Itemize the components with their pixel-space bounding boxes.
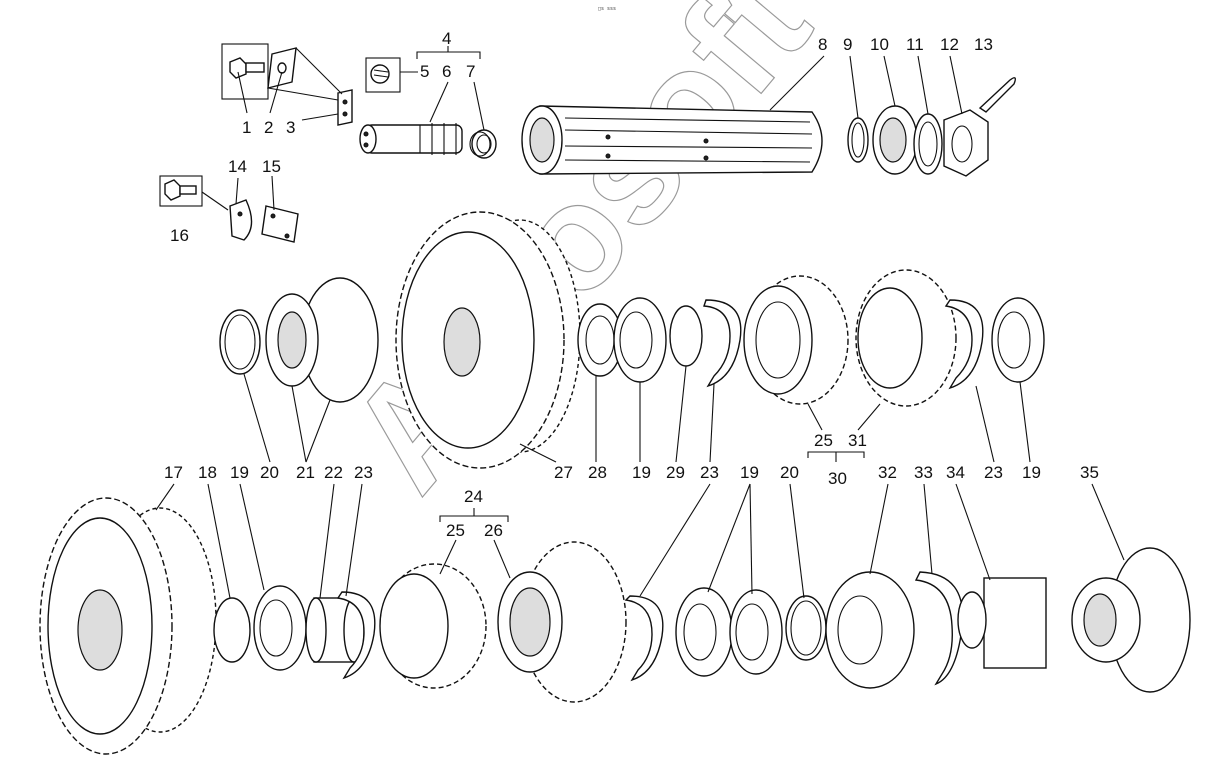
- callout-18: 18: [198, 463, 217, 482]
- part-23-snap-ring-a: [703, 299, 742, 388]
- part-34-pinion: [957, 577, 1047, 669]
- callout-30: 30: [828, 469, 847, 488]
- callout-22: 22: [324, 463, 343, 482]
- part-19-bearing-a: [613, 297, 667, 383]
- header-mark: □s sss: [598, 6, 616, 12]
- callout-34: 34: [946, 463, 965, 482]
- callout-4: 4: [442, 29, 451, 48]
- callout-1: 1: [242, 118, 251, 137]
- part-25-sleeve-b: [379, 563, 487, 689]
- callout-2: 2: [264, 118, 273, 137]
- part-27-large-gear: [395, 211, 581, 469]
- callout-14: 14: [228, 157, 247, 176]
- part-2-lock-plate: [267, 47, 297, 89]
- callout-15: 15: [262, 157, 281, 176]
- part-33-snap-ring: [914, 571, 964, 686]
- callout-23-mid: 23: [700, 463, 719, 482]
- callout-19-right: 19: [1022, 463, 1041, 482]
- callout-20-mid: 20: [260, 463, 279, 482]
- watermark: Autosoft: [315, 0, 841, 521]
- callout-20-bottom: 20: [780, 463, 799, 482]
- part-8-splined-shaft: [521, 105, 823, 175]
- callout-28: 28: [588, 463, 607, 482]
- callout-12: 12: [940, 35, 959, 54]
- callout-23-left: 23: [354, 463, 373, 482]
- callout-17: 17: [164, 463, 183, 482]
- callout-11: 11: [906, 35, 924, 54]
- part-17-large-gear: [39, 497, 217, 755]
- part-22-bushing: [305, 597, 365, 663]
- part-16-bolt: [159, 175, 229, 211]
- callout-32: 32: [878, 463, 897, 482]
- part-26-gear: [497, 541, 627, 703]
- part-19-bearing-d: [675, 587, 733, 677]
- callout-9: 9: [843, 35, 852, 54]
- part-3-plate: [267, 47, 353, 126]
- callout-19-mid: 19: [632, 463, 651, 482]
- part-21-roller-cage: [265, 277, 379, 403]
- part-25-sleeve: [743, 275, 849, 405]
- callout-25-bottom: 25: [446, 521, 465, 540]
- callout-29: 29: [666, 463, 685, 482]
- callout-33: 33: [914, 463, 933, 482]
- callout-16: 16: [170, 226, 189, 245]
- part-23-snap-ring-b: [944, 299, 984, 390]
- part-32-ball-bearing: [825, 571, 915, 689]
- part-13-cotter-pin: [978, 77, 1017, 113]
- part-20-ring: [219, 309, 261, 375]
- part-23-snap-ring-c: [336, 591, 376, 680]
- part-29-ring: [669, 305, 703, 367]
- callout-25-mid: 25: [814, 431, 833, 450]
- part-14-lock-tab: [229, 199, 253, 241]
- part-19-bearing-c: [253, 585, 307, 671]
- part-12-castle-nut: [943, 109, 989, 177]
- callout-10: 10: [870, 35, 889, 54]
- callout-19-bottom: 19: [740, 463, 759, 482]
- part-35-flange: [1071, 547, 1191, 693]
- callout-26: 26: [484, 521, 503, 540]
- callout-31: 31: [848, 431, 867, 450]
- callout-35: 35: [1080, 463, 1099, 482]
- part-6-shaft: [359, 123, 463, 155]
- callout-3: 3: [286, 118, 295, 137]
- leader-lines: [155, 46, 1125, 599]
- callout-24: 24: [464, 487, 483, 506]
- callout-27: 27: [554, 463, 573, 482]
- part-11-washer: [913, 113, 943, 175]
- watermark-text: Autosoft: [316, 0, 841, 521]
- callout-21: 21: [296, 463, 315, 482]
- part-19-bearing-b: [991, 297, 1045, 383]
- part-18-splined-hub: [213, 597, 251, 663]
- part-31-gear: [855, 269, 957, 407]
- callout-7: 7: [466, 62, 475, 81]
- part-10-bearing-nut: [872, 105, 918, 175]
- part-7-spring: [469, 129, 497, 159]
- callout-labels: 1 2 3 4 5 6 7 8 9 10 11 12 13 14 15 16 2…: [164, 29, 1099, 540]
- part-23-snap-ring-d: [624, 595, 664, 682]
- part-20-ring-b: [785, 595, 827, 661]
- callout-19-left: 19: [230, 463, 249, 482]
- callout-23-right: 23: [984, 463, 1003, 482]
- part-5-plug: [365, 57, 401, 93]
- part-9-ring: [847, 117, 869, 163]
- part-1-bolt: [221, 43, 269, 100]
- part-28-splined-hub: [577, 303, 623, 377]
- part-19-bearing-e: [729, 589, 783, 675]
- callout-13: 13: [974, 35, 993, 54]
- callout-5: 5: [420, 62, 429, 81]
- part-15-plate: [261, 205, 299, 243]
- callout-8: 8: [818, 35, 827, 54]
- callout-6: 6: [442, 62, 451, 81]
